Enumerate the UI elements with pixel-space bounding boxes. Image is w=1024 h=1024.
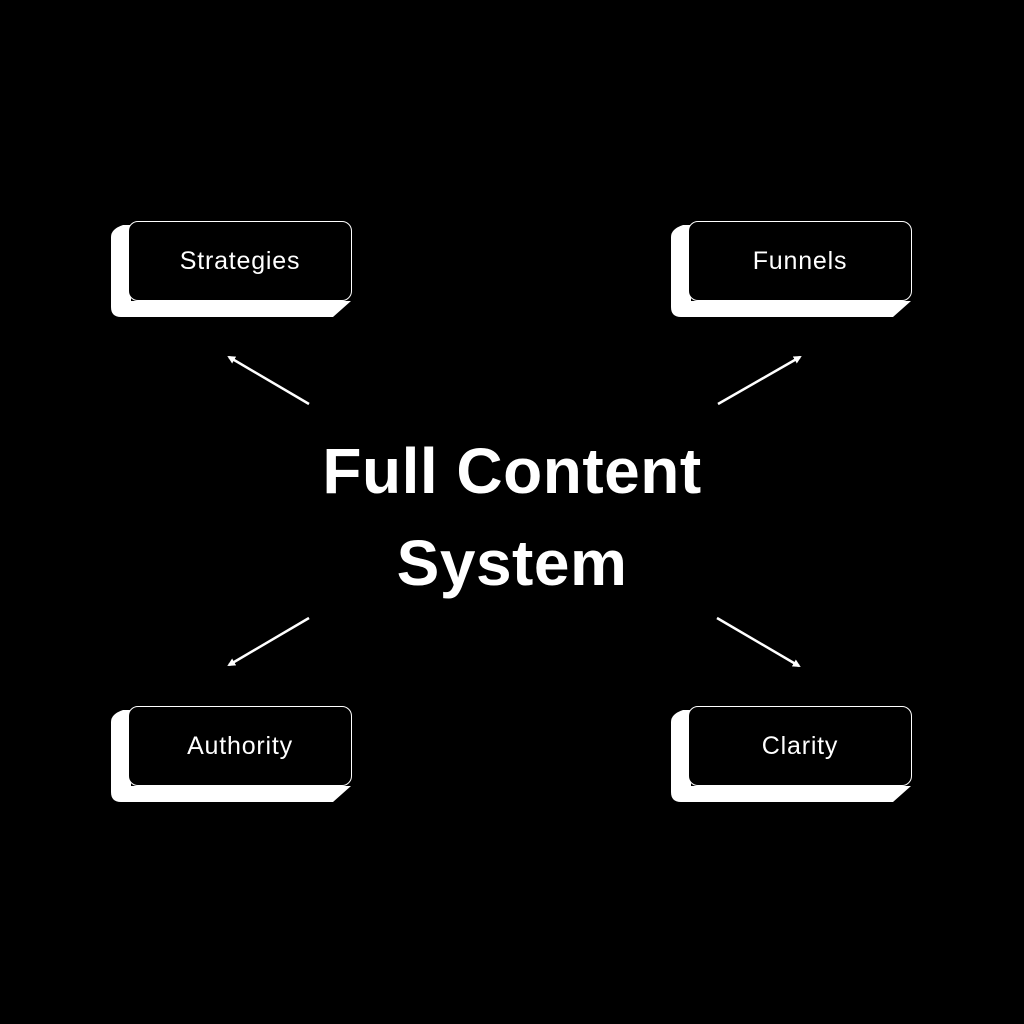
center-title-line-1: Full Content: [322, 435, 702, 507]
node-clarity: Clarity: [671, 706, 913, 804]
node-label-clarity: Clarity: [688, 706, 912, 786]
card-shadow: [111, 225, 351, 317]
arrow-to-authority: [227, 616, 310, 667]
center-title: Full Content System: [212, 425, 812, 609]
arrow-to-clarity: [716, 616, 801, 668]
node-label-strategies: Strategies: [128, 221, 352, 301]
center-title-line-2: System: [396, 527, 628, 599]
node-funnels: Funnels: [671, 221, 913, 319]
node-label-funnels: Funnels: [688, 221, 912, 301]
arrow-to-funnels: [717, 355, 802, 406]
arrow-to-strategies: [227, 355, 310, 406]
card-shadow: [671, 710, 911, 802]
node-label-authority: Authority: [128, 706, 352, 786]
card-shadow: [111, 710, 351, 802]
node-authority: Authority: [111, 706, 353, 804]
card-shadow: [671, 225, 911, 317]
node-strategies: Strategies: [111, 221, 353, 319]
